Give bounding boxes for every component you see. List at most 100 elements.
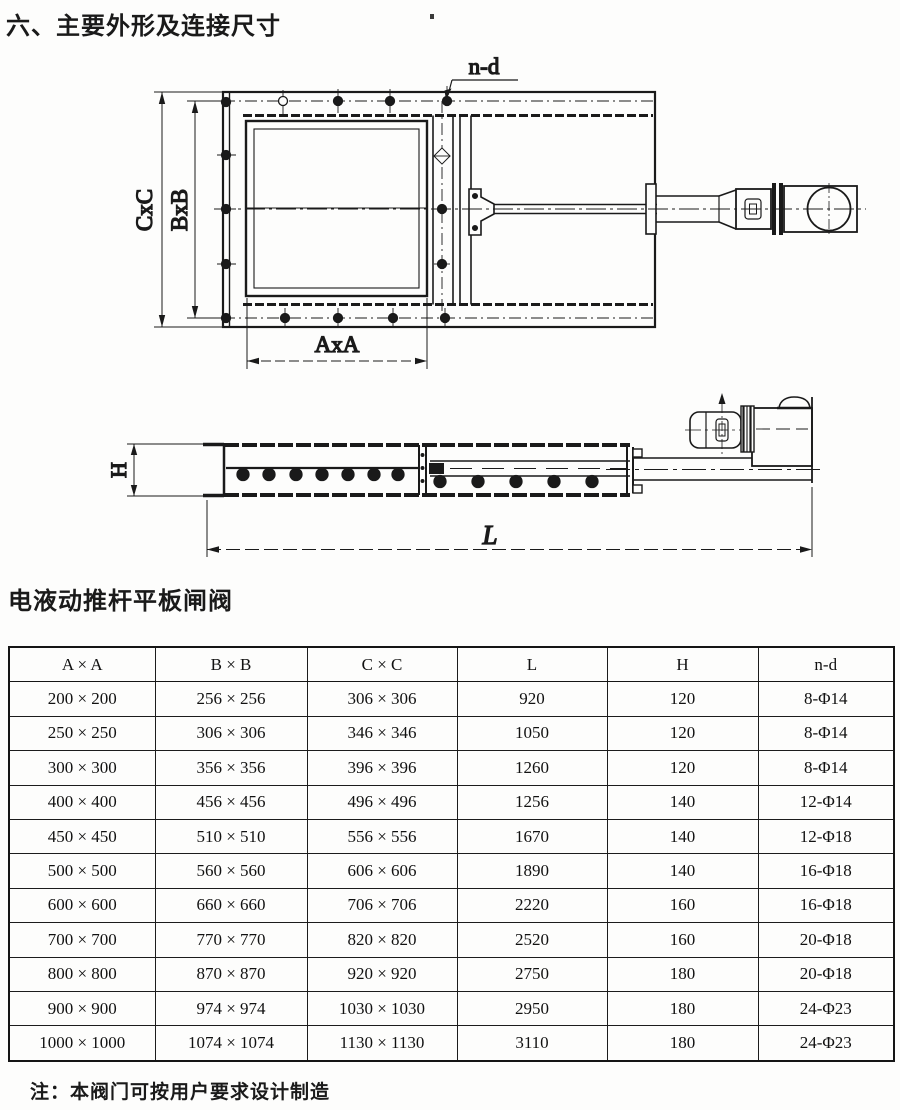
valve-technical-drawing: CxC BxB AxA	[105, 53, 866, 557]
front-view-drawing: CxC BxB AxA	[131, 53, 866, 369]
side-view-bolts-left	[236, 467, 405, 482]
table-cell: 1130 × 1130	[306, 1025, 458, 1062]
table-cell: 560 × 560	[154, 853, 308, 889]
table-cell: 346 × 346	[306, 715, 458, 752]
table-cell: 20-Φ18	[757, 956, 895, 992]
table-cell: 16-Φ18	[757, 853, 895, 889]
table-cell: 2520	[456, 922, 608, 958]
table-cell: 20-Φ18	[757, 922, 895, 958]
col-header-axa: A × A	[8, 646, 156, 683]
table-cell: 120	[606, 750, 759, 786]
table-cell: 16-Φ18	[757, 887, 895, 924]
dim-cxc: CxC	[131, 92, 166, 327]
table-cell: 606 × 606	[306, 853, 458, 889]
table-cell: 870 × 870	[154, 956, 308, 992]
table-cell: 2950	[456, 990, 608, 1027]
table-cell: 2220	[456, 887, 608, 924]
table-cell: 920 × 920	[306, 956, 458, 992]
table-cell: 200 × 200	[8, 681, 156, 717]
table-cell: 8-Φ14	[757, 681, 895, 717]
footer-note: 注：本阀门可按用户要求设计制造	[30, 1081, 331, 1103]
table-cell: 140	[606, 784, 759, 820]
table-cell: 24-Φ23	[757, 1025, 895, 1062]
table-cell: 306 × 306	[306, 681, 458, 717]
col-header-nd: n-d	[757, 646, 895, 683]
table-cell: 510 × 510	[154, 818, 308, 855]
table-cell: 140	[606, 818, 759, 855]
dim-label-l: L	[481, 520, 497, 550]
table-cell: 1000 × 1000	[8, 1025, 156, 1062]
table-cell: 180	[606, 956, 759, 992]
table-cell: 356 × 356	[154, 750, 308, 786]
table-caption: 电液动推杆平板闸阀	[8, 587, 233, 615]
table-cell: 500 × 500	[8, 853, 156, 889]
col-header-bxb: B × B	[154, 646, 308, 683]
hydraulic-unit-side-view	[685, 393, 813, 483]
table-cell: 24-Φ23	[757, 990, 895, 1027]
table-cell: 180	[606, 1025, 759, 1062]
col-header-l: L	[456, 646, 608, 683]
table-cell: 600 × 600	[8, 887, 156, 924]
dim-l: L	[206, 487, 813, 557]
scan-artifact-dot	[430, 14, 434, 19]
page-title: 六、主要外形及连接尺寸	[6, 12, 281, 40]
table-cell: 400 × 400	[8, 784, 156, 820]
dim-label-nd: n-d	[469, 54, 500, 79]
table-cell: 396 × 396	[306, 750, 458, 786]
dim-h: H	[105, 443, 205, 497]
table-cell: 250 × 250	[8, 715, 156, 752]
table-cell: 1890	[456, 853, 608, 889]
dim-label-bxb: BxB	[167, 189, 192, 231]
table-cell: 920	[456, 681, 608, 717]
table-cell: 1670	[456, 818, 608, 855]
table-cell: 974 × 974	[154, 990, 308, 1027]
table-cell: 2750	[456, 956, 608, 992]
table-cell: 450 × 450	[8, 818, 156, 855]
dim-label-cxc: CxC	[132, 189, 157, 231]
table-cell: 706 × 706	[306, 887, 458, 924]
side-view-drawing: H L	[105, 393, 820, 557]
table-cell: 1256	[456, 784, 608, 820]
table-cell: 456 × 456	[154, 784, 308, 820]
table-cell: 660 × 660	[154, 887, 308, 924]
table-cell: 8-Φ14	[757, 715, 895, 752]
dim-bxb: BxB	[166, 101, 199, 318]
table-cell: 306 × 306	[154, 715, 308, 752]
dim-label-h: H	[106, 462, 131, 478]
dim-label-axa: AxA	[315, 332, 360, 357]
table-cell: 256 × 256	[154, 681, 308, 717]
table-cell: 160	[606, 887, 759, 924]
table-cell: 12-Φ14	[757, 784, 895, 820]
side-view-bolts-right	[433, 474, 599, 489]
table-cell: 820 × 820	[306, 922, 458, 958]
table-header-row: A × A B × B C × C L H n-d	[8, 646, 895, 683]
table-cell: 3110	[456, 1025, 608, 1062]
table-cell: 1260	[456, 750, 608, 786]
table-cell: 140	[606, 853, 759, 889]
table-cell: 770 × 770	[154, 922, 308, 958]
dim-axa: AxA	[246, 298, 428, 369]
table-cell: 1074 × 1074	[154, 1025, 308, 1062]
top-bolt-row	[332, 95, 453, 107]
table-cell: 700 × 700	[8, 922, 156, 958]
table-cell: 1050	[456, 715, 608, 752]
table-cell: 556 × 556	[306, 818, 458, 855]
table-cell: 1030 × 1030	[306, 990, 458, 1027]
table-cell: 900 × 900	[8, 990, 156, 1027]
table-cell: 12-Φ18	[757, 818, 895, 855]
table-cell: 496 × 496	[306, 784, 458, 820]
col-header-h: H	[606, 646, 759, 683]
